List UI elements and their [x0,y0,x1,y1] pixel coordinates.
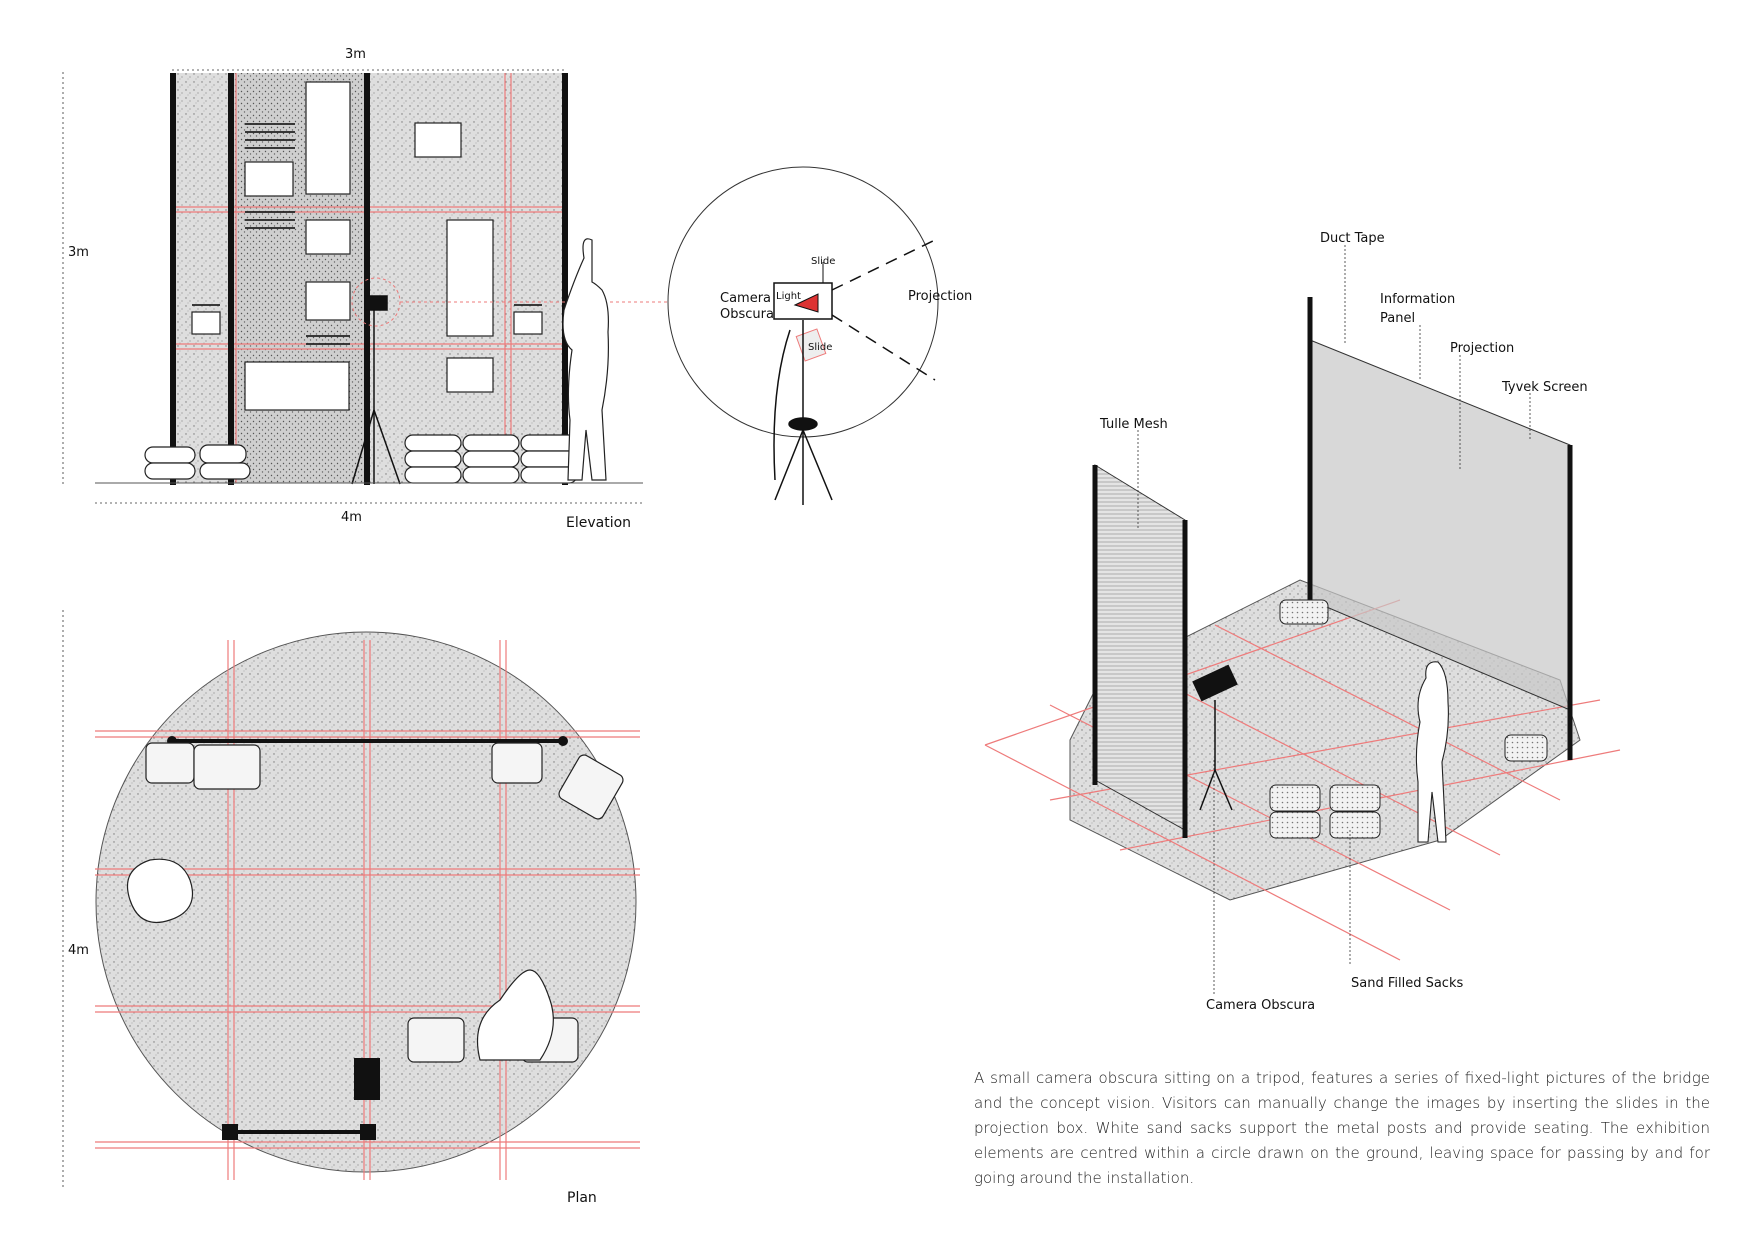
plan-camera [354,1058,380,1100]
elevation-text-lines [192,123,542,345]
detail-slide-label-2: Slide [808,342,832,353]
project-description-caption: A small camera obscura sitting on a trip… [974,1069,1710,1187]
plan-bottom-posts [222,1124,376,1140]
axo-duct-tape-label: Duct Tape [1320,231,1385,246]
axonometric-drawing: Duct Tape Information Panel Projection T… [984,231,1621,1013]
elevation-screen-left [172,73,234,483]
elevation-posts [170,73,568,485]
detail-tripod [773,320,833,505]
elevation-person-figure [562,238,609,481]
axo-tripod [1199,700,1233,811]
elevation-camera-tripod [351,277,401,485]
detail-projection-label: Projection [908,289,972,304]
axo-sand-sacks [1269,599,1548,839]
elevation-width-label: 3m [345,47,366,62]
axo-leader-lines [1137,245,1531,995]
camera-detail-callout: Camera Obscura Light Slide Slide Project… [667,166,972,505]
axo-person-figure [1415,661,1449,843]
axo-info-panel-label-1: Information [1380,292,1455,307]
axo-info-panel-label-2: Panel [1380,311,1415,326]
plan-drawing: 4m Plan [62,610,640,1206]
axo-tulle-mesh-label: Tulle Mesh [1099,417,1168,432]
axo-sand-sacks-label: Sand Filled Sacks [1351,976,1463,991]
detail-light-label: Light [776,291,801,302]
elevation-info-panels [191,81,543,411]
axo-camera-obscura [1192,664,1238,702]
detail-slide-label: Slide [811,256,835,267]
detail-light-cone [793,293,819,313]
axo-camera-obscura-label: Camera Obscura [1206,998,1315,1013]
plan-size-label: 4m [68,943,89,958]
elevation-title: Elevation [566,515,631,531]
elevation-drawing: 3m 3m 4m Elevation [62,47,668,531]
elevation-height-label: 3m [68,245,89,260]
plan-person-left [126,858,194,924]
axo-tulle-mesh [1094,464,1186,831]
detail-projection-ray-lower [831,314,936,381]
elevation-base-label: 4m [341,510,362,525]
plan-person-right [476,969,554,1061]
plan-post-right [558,736,568,746]
axo-projection-label: Projection [1450,341,1514,356]
axo-tyvek-screen-label: Tyvek Screen [1501,380,1588,395]
plan-sand-sacks [145,742,624,1063]
plan-title: Plan [567,1190,597,1206]
detail-camera-label-2: Obscura [720,307,774,322]
elevation-sand-sacks [144,434,578,484]
detail-camera-label-1: Camera [720,291,771,306]
